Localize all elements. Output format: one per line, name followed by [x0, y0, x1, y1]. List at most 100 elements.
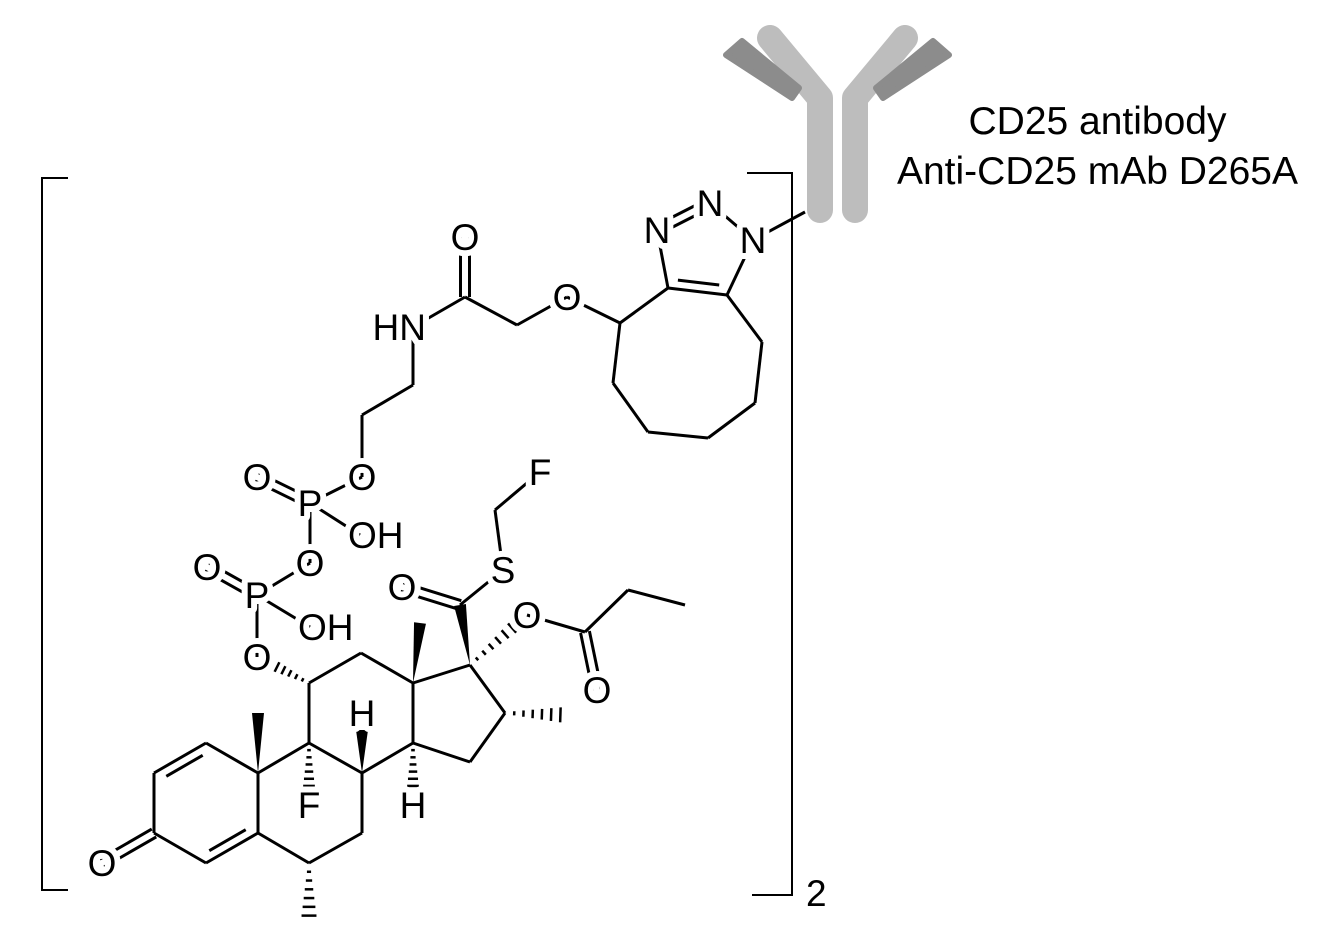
bond: [526, 613, 586, 634]
atom-label-f-methyl: F: [529, 452, 552, 493]
right-bracket: [747, 172, 793, 896]
bond-n-n-double: [654, 197, 709, 228]
bond-ester-oxo: [579, 632, 595, 692]
bond-c17-c13: [412, 663, 471, 685]
atom-label-o3: O: [88, 843, 117, 884]
hash-o11: [280, 665, 287, 675]
atom-label-p2-oh: OH: [348, 515, 404, 556]
bond-cyclooctane: [707, 401, 756, 440]
bond-cyclooctane: [753, 341, 764, 404]
bond-triazole-c-c-double: [667, 286, 728, 297]
bond-cyclooctane: [611, 382, 650, 433]
bond: [516, 295, 568, 327]
bond: [153, 831, 207, 865]
bond: [309, 501, 361, 537]
atom-label-p1-oh: OH: [298, 607, 354, 648]
wedge-c17-c20: [454, 604, 470, 665]
antibody-name: CD25 antibody: [968, 100, 1227, 143]
bond: [655, 229, 670, 289]
heavy-chain-right: [842, 25, 918, 223]
bond-c10-c9: [257, 741, 310, 775]
light-chain-left: [723, 38, 802, 101]
wedge-methyl-c13: [413, 622, 426, 683]
hash-o17: [487, 643, 495, 651]
atom-label-n3: N: [644, 210, 671, 251]
bond-c14-c8: [361, 741, 414, 775]
bond-triazole-c-c-double-inner: [677, 278, 720, 287]
bond: [493, 509, 505, 571]
bond-c1-c2-double: [153, 741, 207, 775]
hash-o11: [300, 677, 305, 683]
hash-o11: [293, 673, 299, 680]
bond-p2-oxo: [254, 479, 309, 509]
bond: [309, 475, 363, 505]
atom-label-o-amide: O: [451, 217, 480, 258]
bond-c9-c8: [308, 741, 363, 775]
bond-ester-oxo: [587, 630, 603, 690]
bond: [709, 201, 754, 242]
atom-label-o-ester: O: [513, 595, 542, 636]
atom-label-o-ether: O: [553, 277, 582, 318]
bond-cyclooctane: [611, 322, 622, 384]
bond: [464, 295, 518, 327]
bond-c3-ketone: [99, 827, 153, 861]
bond-n-n-double: [658, 205, 713, 236]
bond-c16-c17: [468, 664, 507, 714]
wedge-h8: [356, 730, 368, 773]
heavy-chain-left: [757, 25, 833, 223]
bond-c11-c12: [308, 651, 362, 685]
bond: [412, 295, 466, 329]
bond: [566, 295, 621, 325]
atom-label-o-bridge: O: [296, 543, 325, 584]
bond-c6-c5: [257, 831, 310, 865]
atom-label-o-ethyl: O: [348, 457, 377, 498]
bond: [583, 588, 630, 634]
atom-label-o-ester-oxo: O: [583, 670, 612, 711]
bond-p1-oxo: [208, 561, 260, 593]
bond-c7-c6: [308, 831, 363, 865]
bond: [205, 741, 259, 775]
bond: [494, 470, 541, 512]
bond-c14-c15: [412, 741, 471, 764]
bond-antibody-link: [752, 210, 806, 242]
antibody-variant: Anti-CD25 mAb D265A: [896, 150, 1298, 193]
wedge-methyl-c10: [252, 713, 264, 773]
bond: [256, 593, 311, 629]
bond-c15-c16: [468, 712, 507, 763]
bond-p1-oxo: [204, 569, 256, 601]
bond: [459, 568, 504, 607]
hash-o11: [273, 661, 281, 673]
atom-label-o-thioester: O: [388, 567, 417, 608]
atom-label-p1: P: [245, 575, 270, 616]
hash-o17: [494, 636, 502, 645]
bond-c12-c13: [360, 651, 414, 685]
bonds: [99, 197, 806, 917]
bond-p2-oxo: [258, 471, 313, 501]
hash-o17: [500, 629, 510, 640]
bond-c4-c5-double-inner: [208, 828, 247, 853]
bond-thioester-oxo: [400, 589, 460, 611]
light-chain-right: [873, 38, 952, 101]
bracket-multiplier: 2: [806, 873, 827, 914]
atom-label-s: S: [491, 550, 516, 591]
bond-thioester-oxo: [402, 581, 462, 603]
atom-label-n1: N: [740, 220, 767, 261]
atom-label-h14: H: [400, 785, 427, 826]
bond-c4-c5-double: [205, 831, 259, 865]
bond-cyclooctane: [647, 430, 709, 440]
bond: [256, 561, 311, 597]
bond-c1-c2-double-inner: [165, 753, 204, 778]
bond: [627, 588, 686, 607]
atom-label-p2-oxo: O: [243, 457, 272, 498]
hash-o17: [481, 649, 487, 656]
hash-o11: [266, 657, 275, 670]
hash-o17: [507, 622, 518, 634]
atom-label-f9: F: [298, 785, 321, 826]
bond-cyclooctane: [619, 286, 669, 325]
bond: [361, 383, 414, 417]
left-bracket: [41, 177, 68, 891]
atom-label-h8: H: [349, 693, 376, 734]
